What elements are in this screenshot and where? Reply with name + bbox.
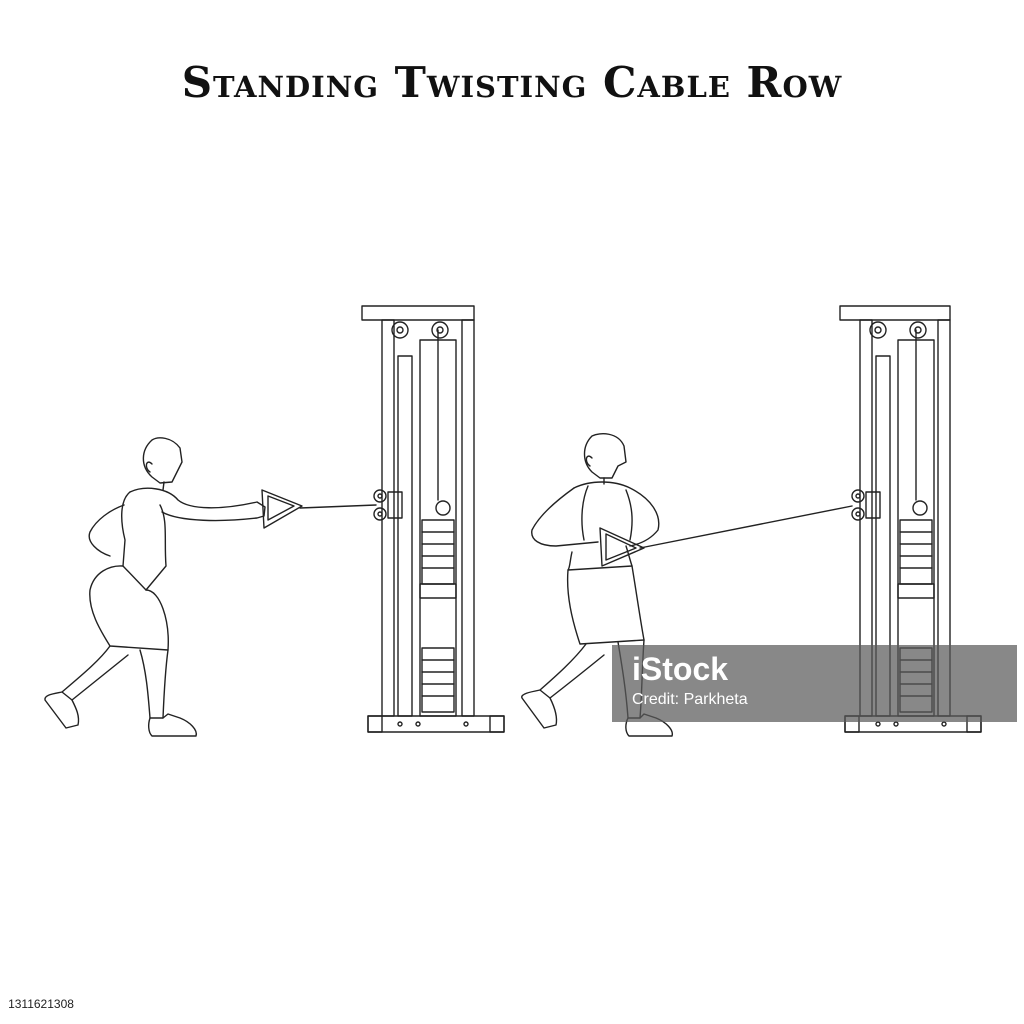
cable-machine-left <box>361 305 505 733</box>
credit-prefix: Credit: <box>632 691 680 708</box>
credit-name: Parkheta <box>683 691 748 708</box>
watermark-credit: Credit: Parkheta <box>632 691 748 709</box>
person-arms-extended <box>44 437 266 737</box>
page-title: Standing Twisting Cable Row <box>181 58 843 107</box>
stock-id-label: 1311621308 <box>0 995 82 1013</box>
istock-logo: iStock <box>632 651 729 687</box>
cable-handle-left <box>261 489 377 529</box>
watermark-overlay: iStock Credit: Parkheta <box>612 645 1017 722</box>
cable-handle-right <box>599 505 853 567</box>
